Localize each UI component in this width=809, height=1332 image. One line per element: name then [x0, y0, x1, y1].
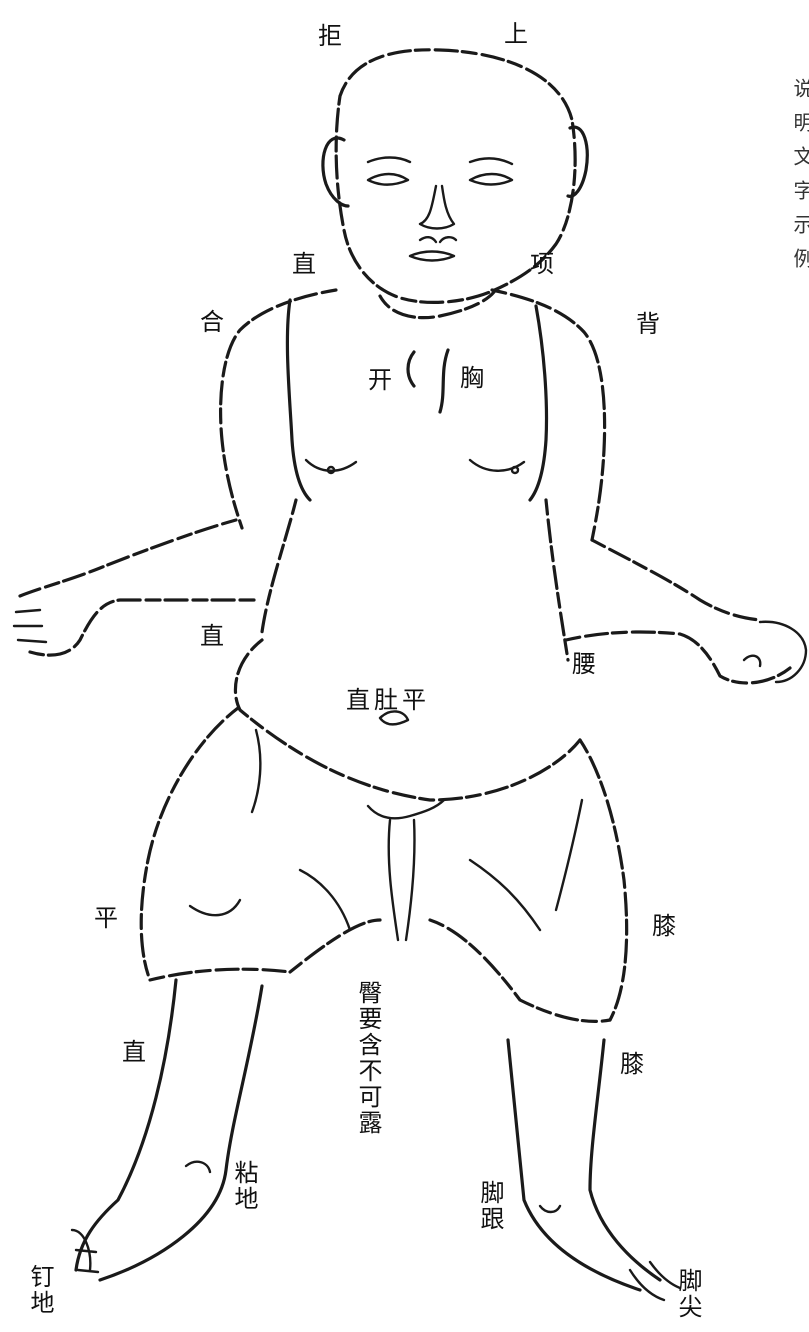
label-shin-right: 膝 — [620, 1052, 644, 1076]
label-knee-left: 平 — [94, 906, 118, 930]
label-shoulder-right: 背 — [636, 312, 660, 336]
label-waist-left: 直 — [200, 624, 224, 648]
label-crotch: 臀要含不可露 — [356, 980, 380, 1136]
label-neck-right: 项 — [530, 252, 554, 276]
right-arm — [566, 540, 806, 683]
label-sole-left: 粘地 — [232, 1160, 256, 1212]
label-waist-right: 腰 — [572, 652, 596, 676]
label-top-left: 拒 — [318, 24, 342, 48]
label-shin-left: 直 — [122, 1040, 146, 1064]
label-neck-left: 直 — [292, 252, 316, 276]
label-chest-left: 开 — [368, 368, 392, 392]
label-toe-left: 钉地 — [28, 1264, 52, 1316]
label-shoulder-left: 合 — [200, 310, 224, 334]
label-belly: 直肚平 — [346, 688, 430, 712]
side-text-column: 说明文字示例 — [786, 78, 809, 398]
side-text: 说明文字示例 — [792, 78, 809, 282]
label-chest-right: 胸 — [460, 366, 484, 390]
label-toe-right: 脚尖 — [676, 1268, 700, 1320]
label-heel-right: 脚跟 — [478, 1180, 502, 1232]
label-top-right: 上 — [504, 22, 528, 46]
label-knee-right: 膝 — [652, 914, 676, 938]
torso — [221, 290, 605, 660]
